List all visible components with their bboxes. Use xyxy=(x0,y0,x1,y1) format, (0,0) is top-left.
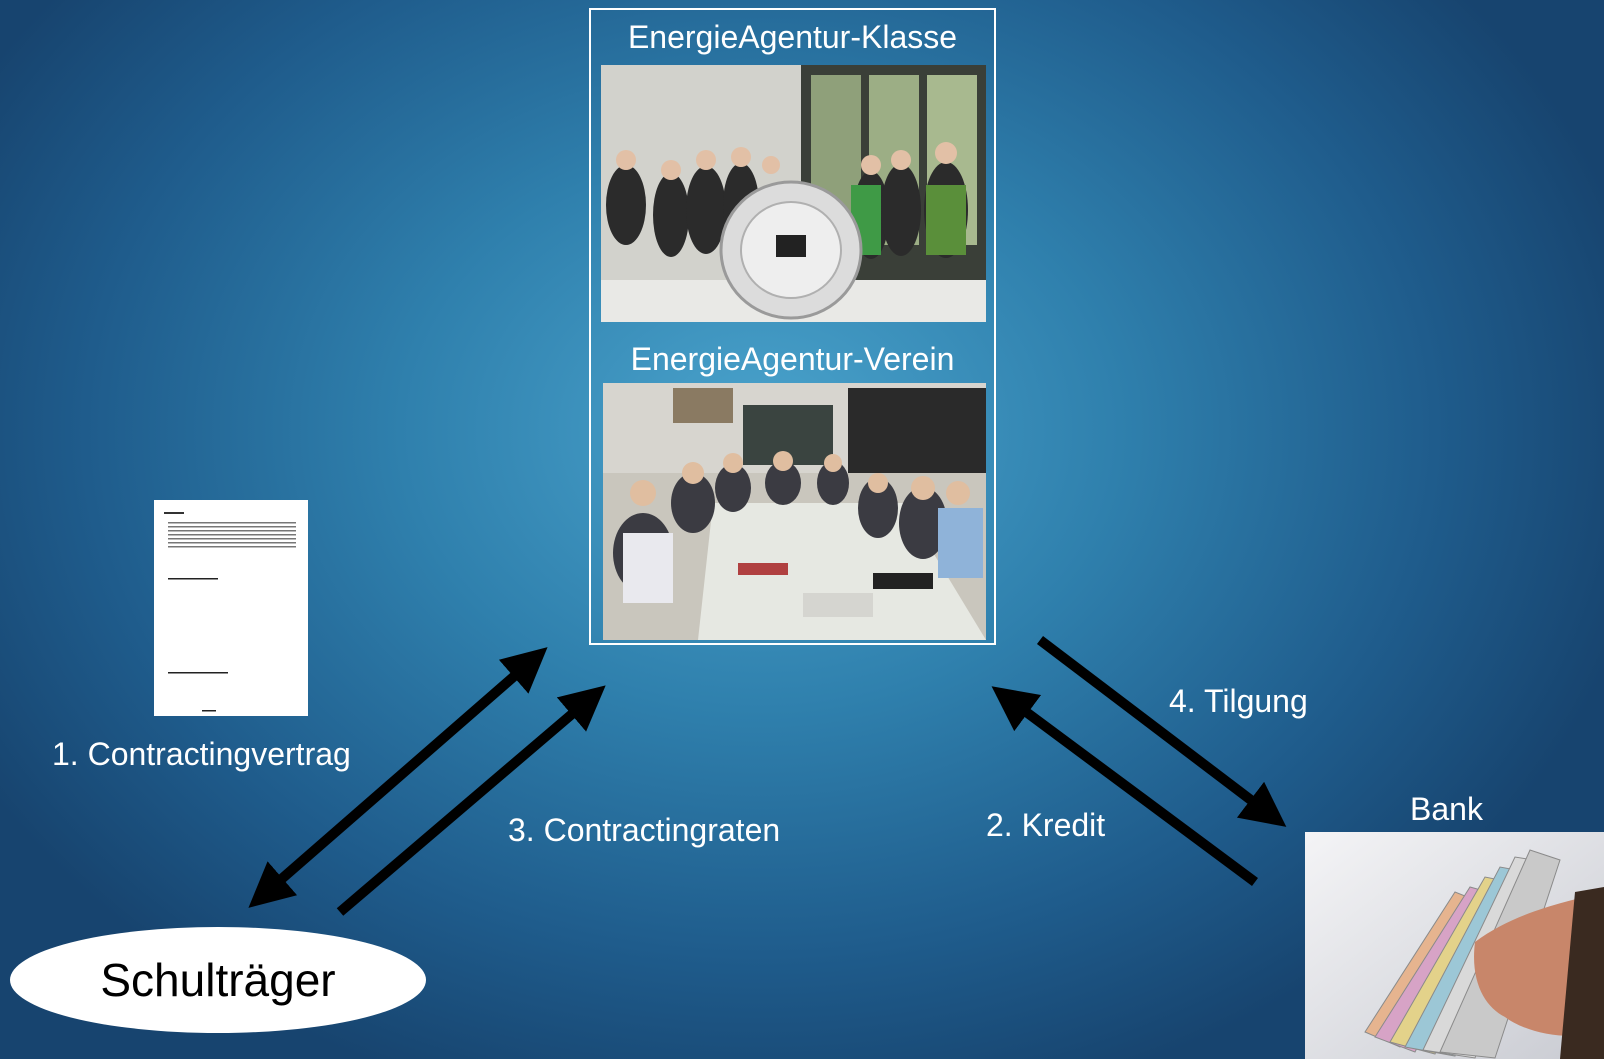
credit-arrow xyxy=(991,686,1258,887)
energieagentur-panel: EnergieAgentur-Klasse xyxy=(589,8,996,645)
credit-label: 2. Kredit xyxy=(986,807,1106,843)
school-board-label: Schulträger xyxy=(100,954,336,1006)
installments-label: 3. Contractingraten xyxy=(508,812,781,848)
repayment-arrow xyxy=(1036,636,1287,827)
repayment-label: 4. Tilgung xyxy=(1169,683,1308,719)
installments-arrow xyxy=(336,685,606,916)
association-photo xyxy=(603,383,986,640)
contract-arrow xyxy=(248,647,548,908)
school-board-node: Schulträger xyxy=(10,927,426,1033)
bank-label: Bank xyxy=(1410,791,1483,827)
class-photo xyxy=(601,65,986,322)
class-title: EnergieAgentur-Klasse xyxy=(627,19,958,55)
association-title: EnergieAgentur-Verein xyxy=(630,341,955,377)
bank-photo xyxy=(1305,832,1604,1059)
contract-label: 1. Contractingvertrag xyxy=(52,736,351,772)
